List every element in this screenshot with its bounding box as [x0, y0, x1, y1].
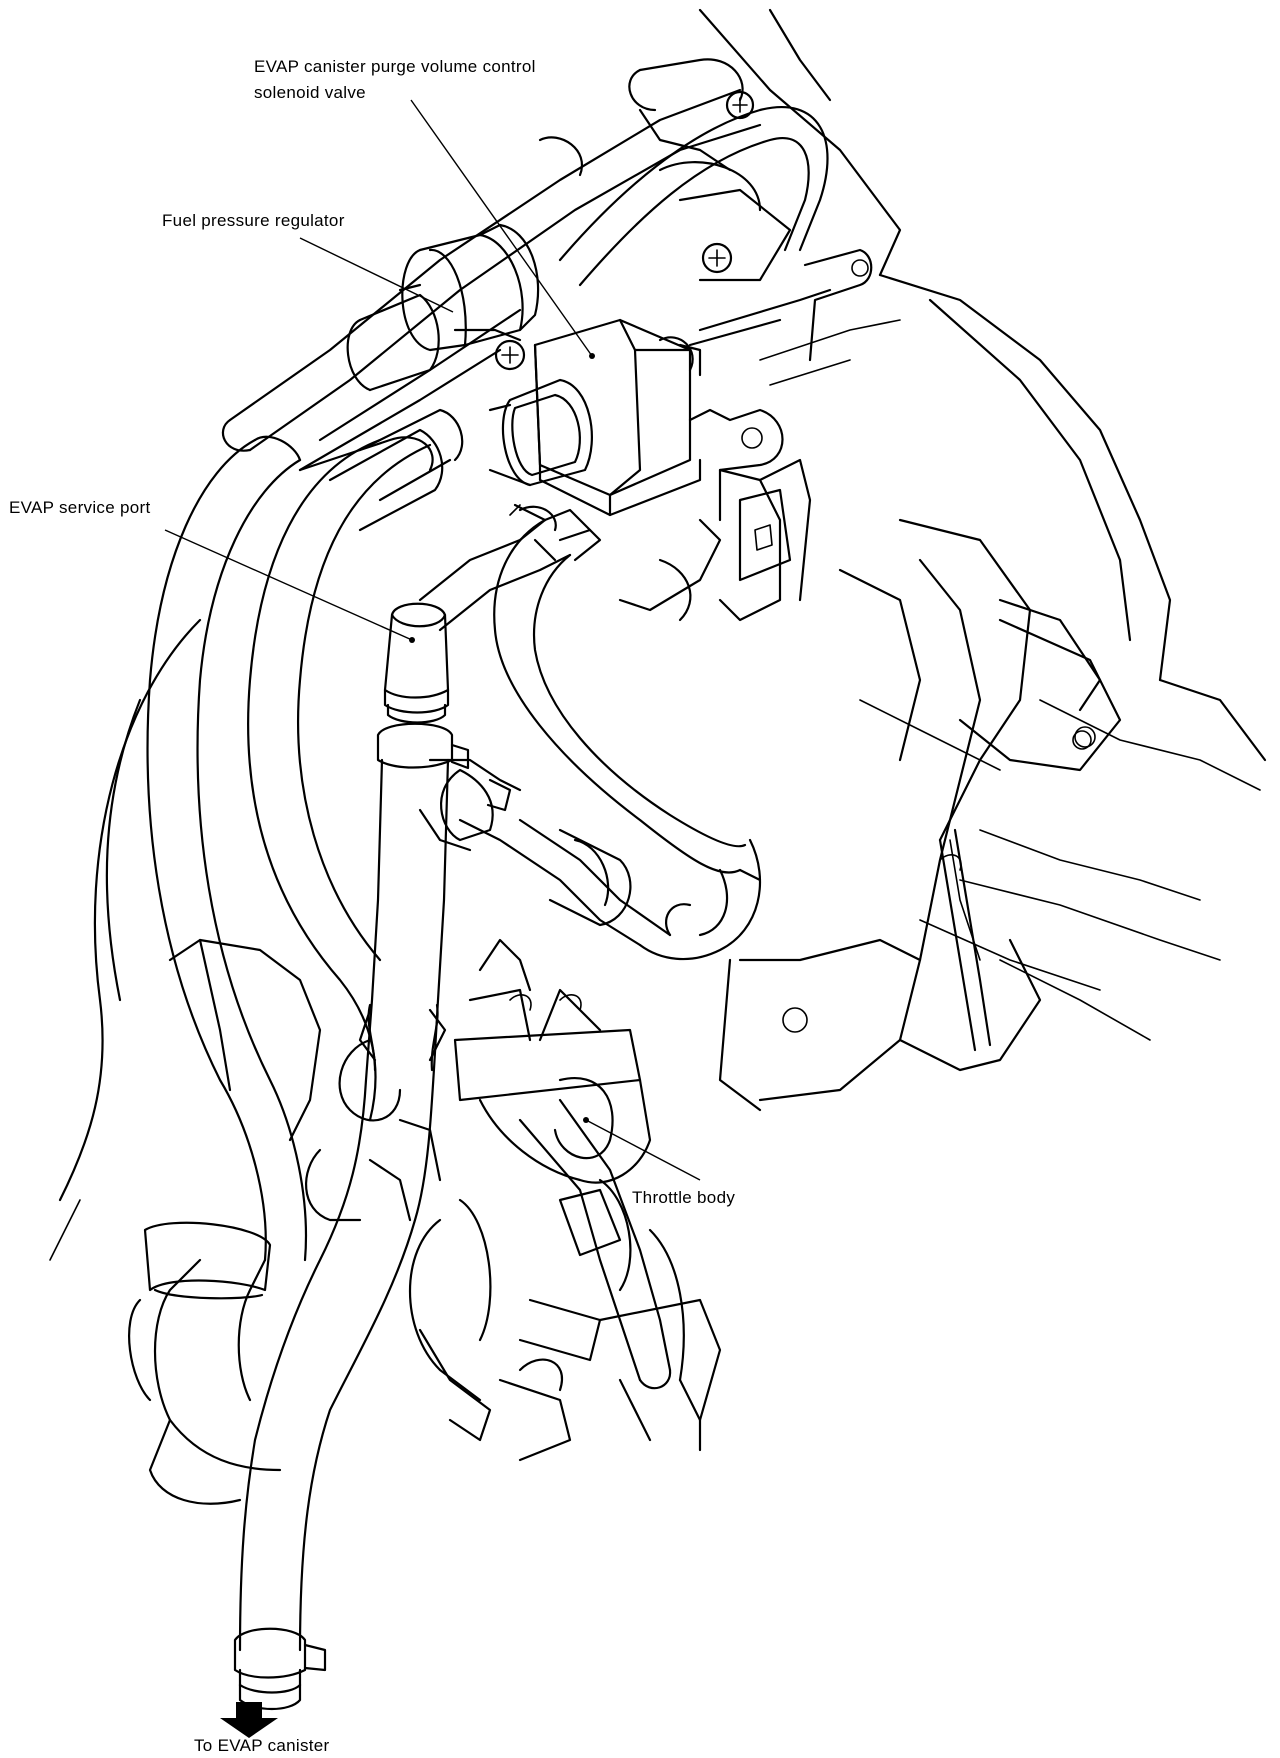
- label-fuel-pressure-regulator: Fuel pressure regulator: [162, 211, 345, 230]
- fuel-pressure-regulator: [346, 223, 540, 392]
- label-purge-valve-line2: solenoid valve: [254, 83, 366, 102]
- leader-lines: [164, 99, 701, 1181]
- label-to-canister: To EVAP canister: [194, 1736, 330, 1755]
- valve-outlet-hoses: [418, 503, 572, 632]
- canister-hose: [233, 722, 470, 1710]
- air-duct-hose: [49, 408, 464, 1505]
- label-purge-valve-line1: EVAP canister purge volume control: [254, 57, 536, 76]
- label-throttle-body: Throttle body: [632, 1188, 735, 1207]
- service-port: [383, 602, 450, 724]
- intake-manifold: [698, 8, 1267, 1112]
- label-service-port: EVAP service port: [9, 498, 150, 517]
- throttle-body: [168, 938, 722, 1462]
- mounting-bracket: [618, 408, 812, 622]
- down-arrow-icon: [220, 1702, 278, 1738]
- purge-hose: [418, 508, 762, 961]
- fuel-rail: [221, 58, 901, 472]
- purge-solenoid-valve: [488, 318, 702, 517]
